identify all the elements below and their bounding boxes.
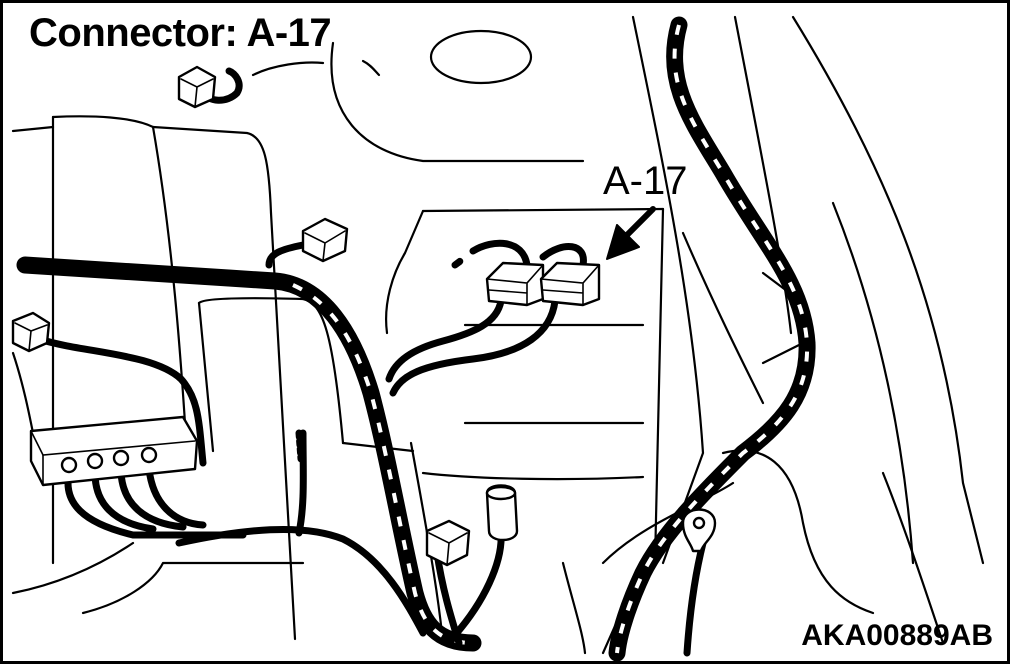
main-wiring-harness [16, 16, 816, 661]
connector-title: Connector: A-17 [29, 11, 332, 55]
callout-label: A-17 [603, 159, 688, 203]
engine-bay-illustration [11, 15, 985, 661]
connector-a17 [485, 261, 601, 307]
branch-wires [35, 67, 707, 657]
callout-arrow [606, 206, 656, 260]
connectors [11, 65, 717, 567]
figure-code: AKA00889AB [801, 619, 993, 652]
